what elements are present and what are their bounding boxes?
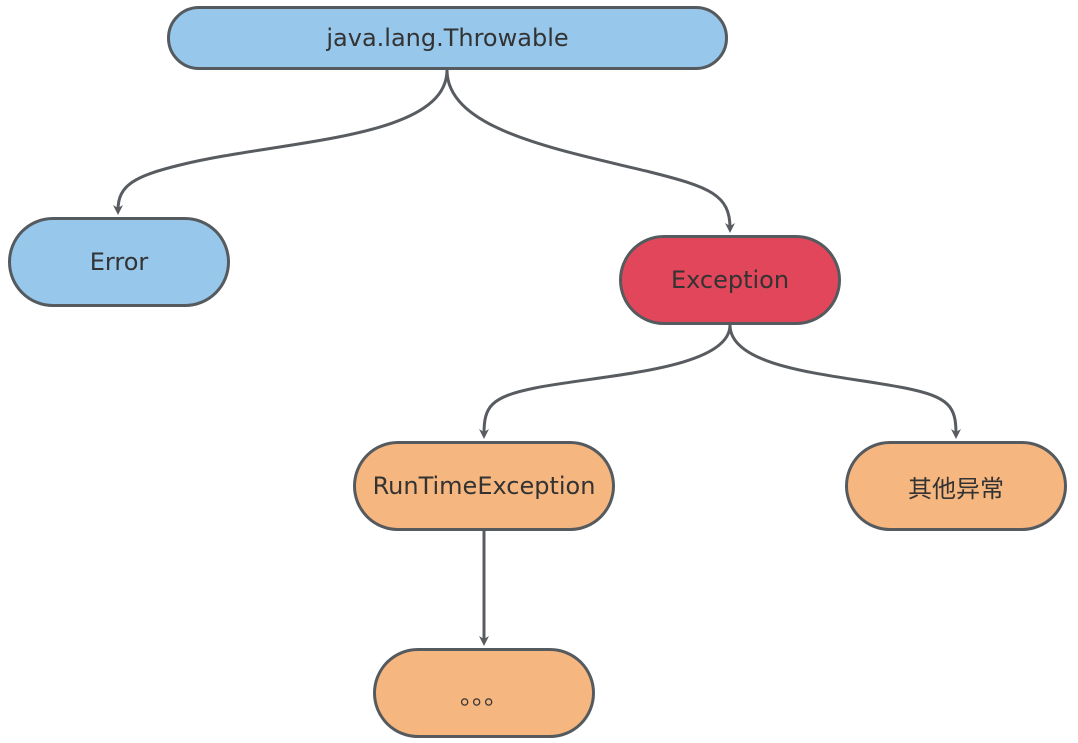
node-other-exceptions: 其他异常 <box>845 441 1067 531</box>
node-label: RunTimeException <box>372 472 596 500</box>
node-label: Exception <box>670 266 790 294</box>
node-label: 其他异常 <box>908 474 1004 503</box>
node-error: Error <box>8 217 230 307</box>
edge-exception-other <box>728 324 961 439</box>
node-ellipsis: 。。。 <box>373 648 595 738</box>
edge-exception-runtime <box>479 324 732 439</box>
node-label: Error <box>89 248 149 276</box>
node-label: 。。。 <box>460 681 508 710</box>
node-exception: Exception <box>619 235 841 325</box>
node-java-lang-throwable: java.lang.Throwable <box>167 6 728 70</box>
edge-throwable-error <box>113 69 449 215</box>
node-runtime-exception: RunTimeException <box>353 441 615 531</box>
edge-throwable-exception <box>445 69 735 233</box>
node-label: java.lang.Throwable <box>326 24 569 52</box>
